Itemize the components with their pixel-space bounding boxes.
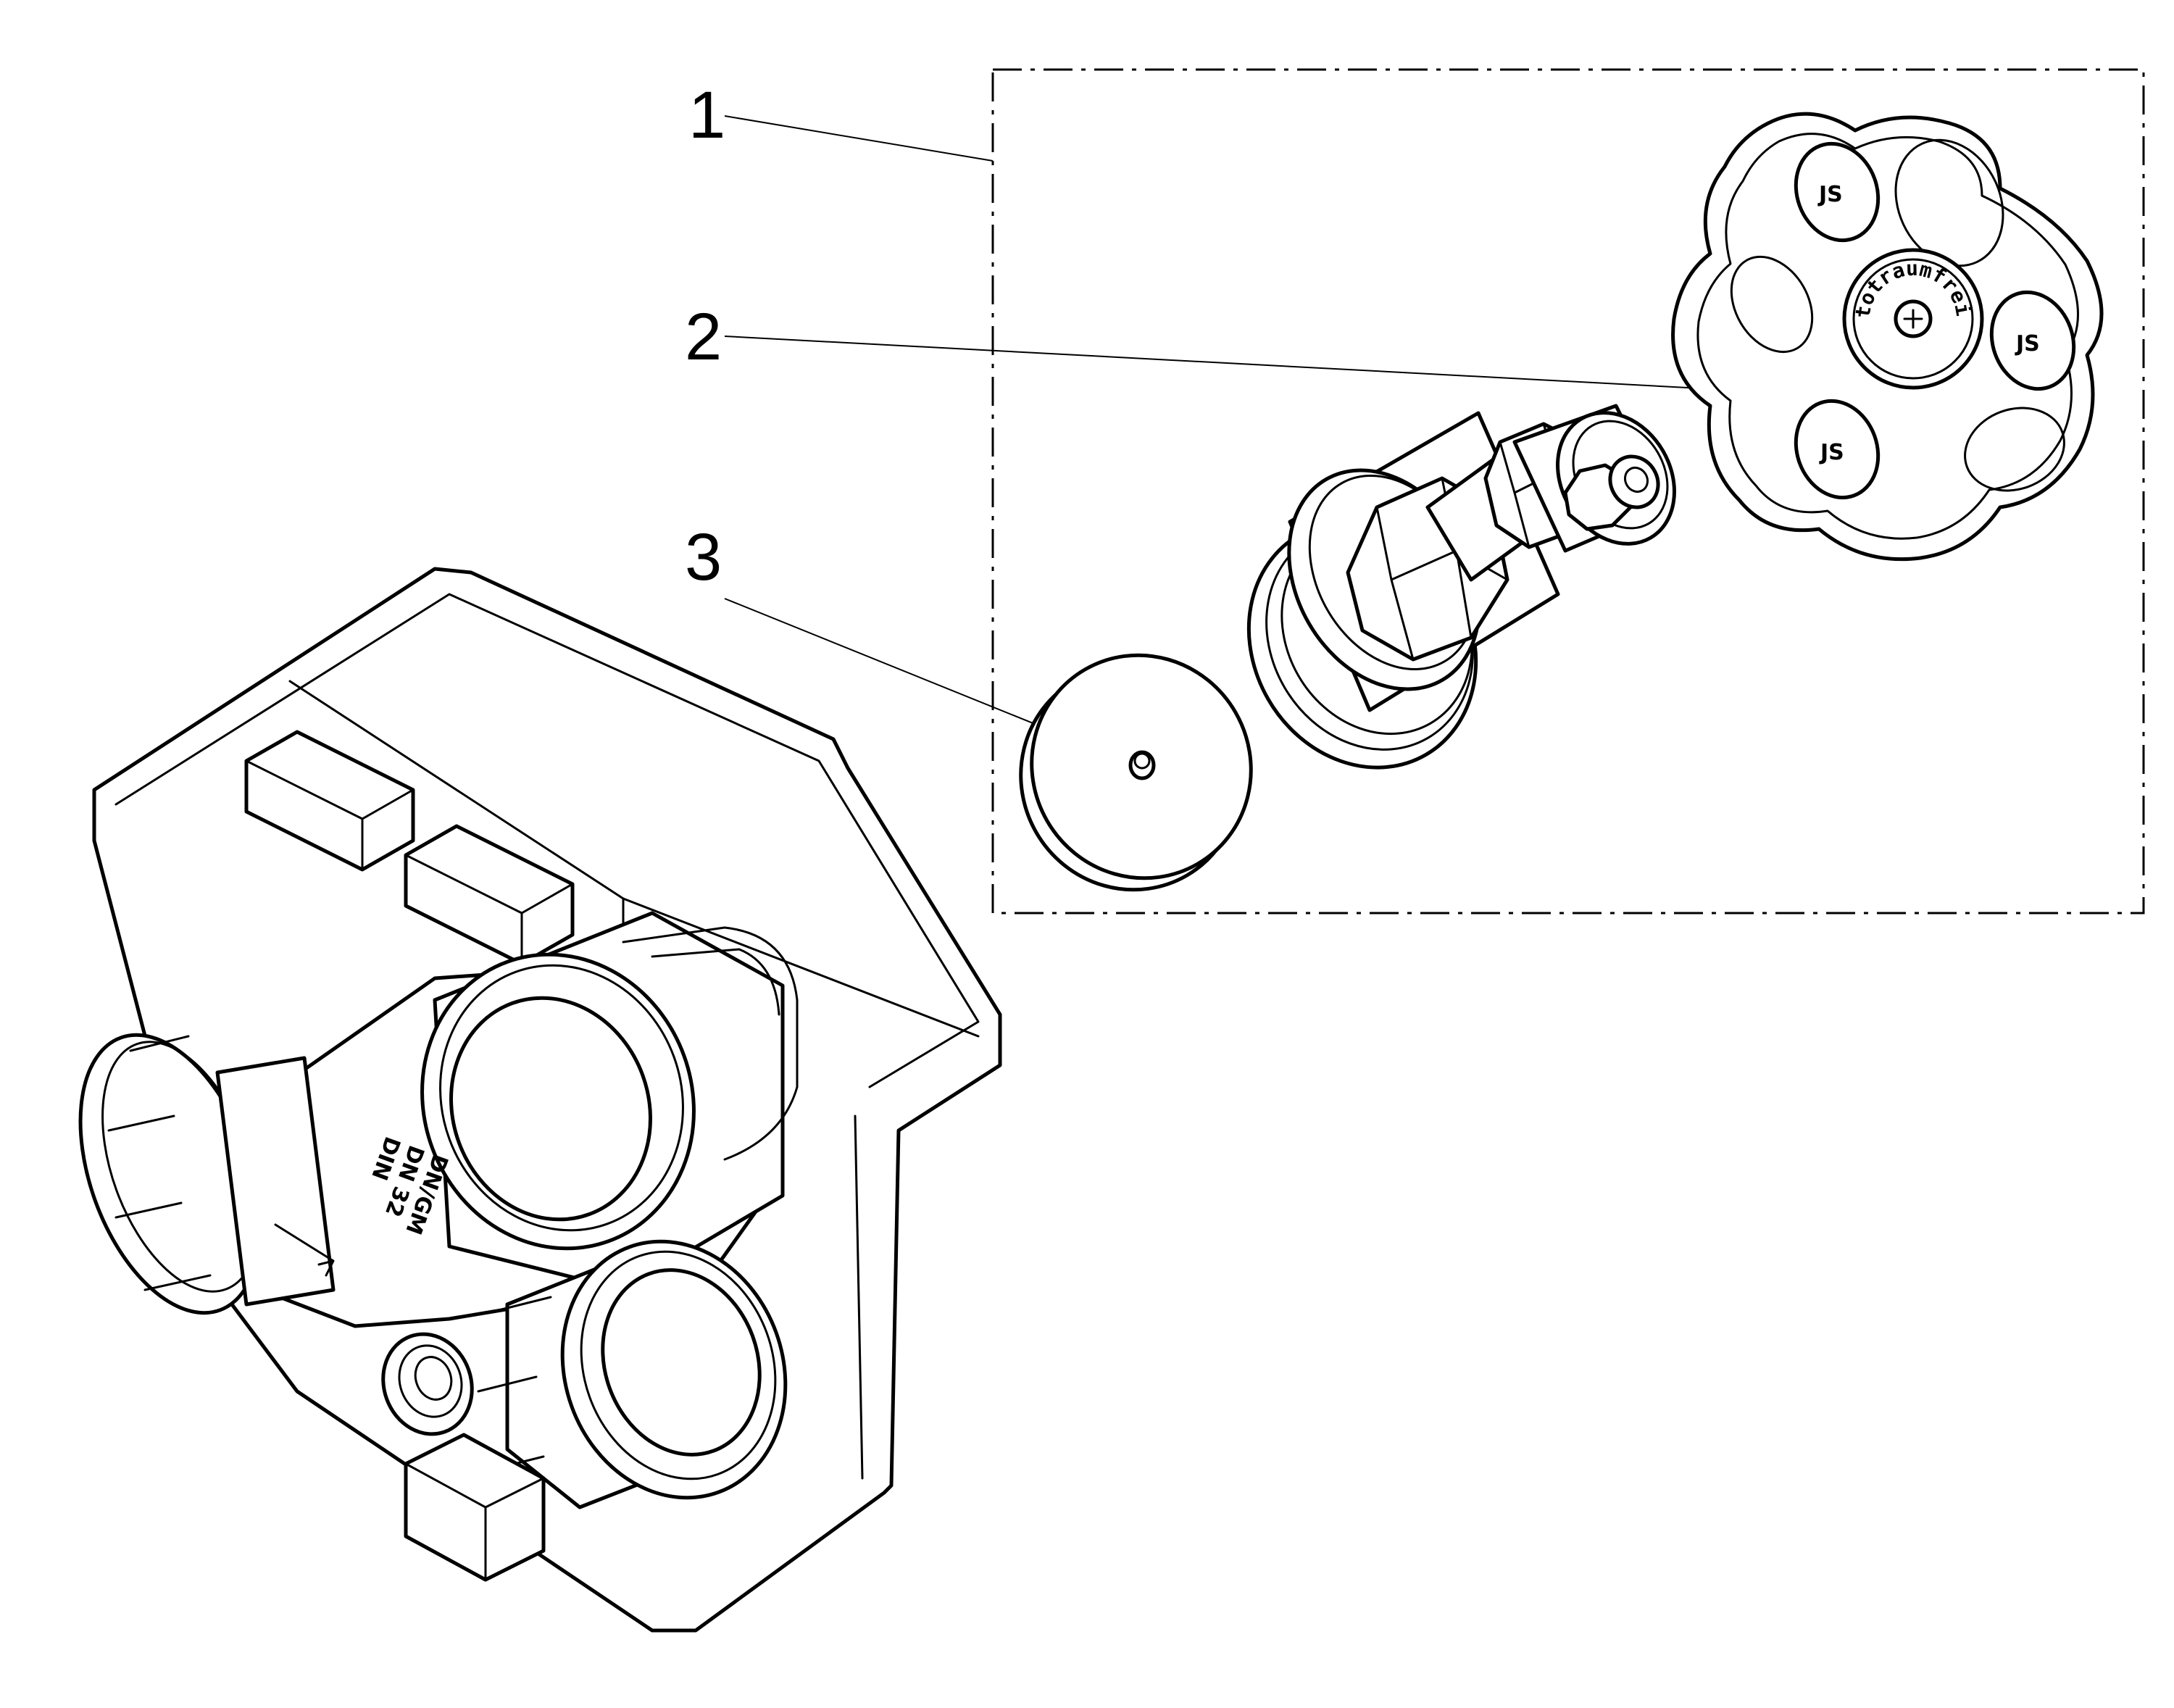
knob-logo-bottom: JS <box>1819 440 1844 465</box>
kit-boundary-box <box>991 68 2145 915</box>
shell-clip-3 <box>404 1433 546 1582</box>
knob-logo-top: JS <box>1817 182 1843 207</box>
bonnet-port <box>420 911 799 1292</box>
leader-lines <box>724 115 1729 737</box>
shell-clip-2 <box>404 824 575 966</box>
knob-logo-right: JS <box>2015 331 2040 357</box>
left-union-nut <box>78 1033 336 1315</box>
flow-arrow-icon <box>274 1223 335 1277</box>
handwheel-knob: JS JS JS totraumfrei <box>1671 112 2104 562</box>
drain-port <box>381 1332 474 1436</box>
callout-2: 2 <box>685 300 722 374</box>
valve-upper-part <box>1246 404 1676 770</box>
seal-disc <box>1019 653 1253 892</box>
callout-1: 1 <box>688 78 725 152</box>
right-outlet <box>477 1239 788 1509</box>
callout-3: 3 <box>685 520 722 594</box>
shell-clip-1 <box>244 730 415 872</box>
valve-body-assembly: DN/GM DN 32 DIN <box>78 567 1002 1633</box>
